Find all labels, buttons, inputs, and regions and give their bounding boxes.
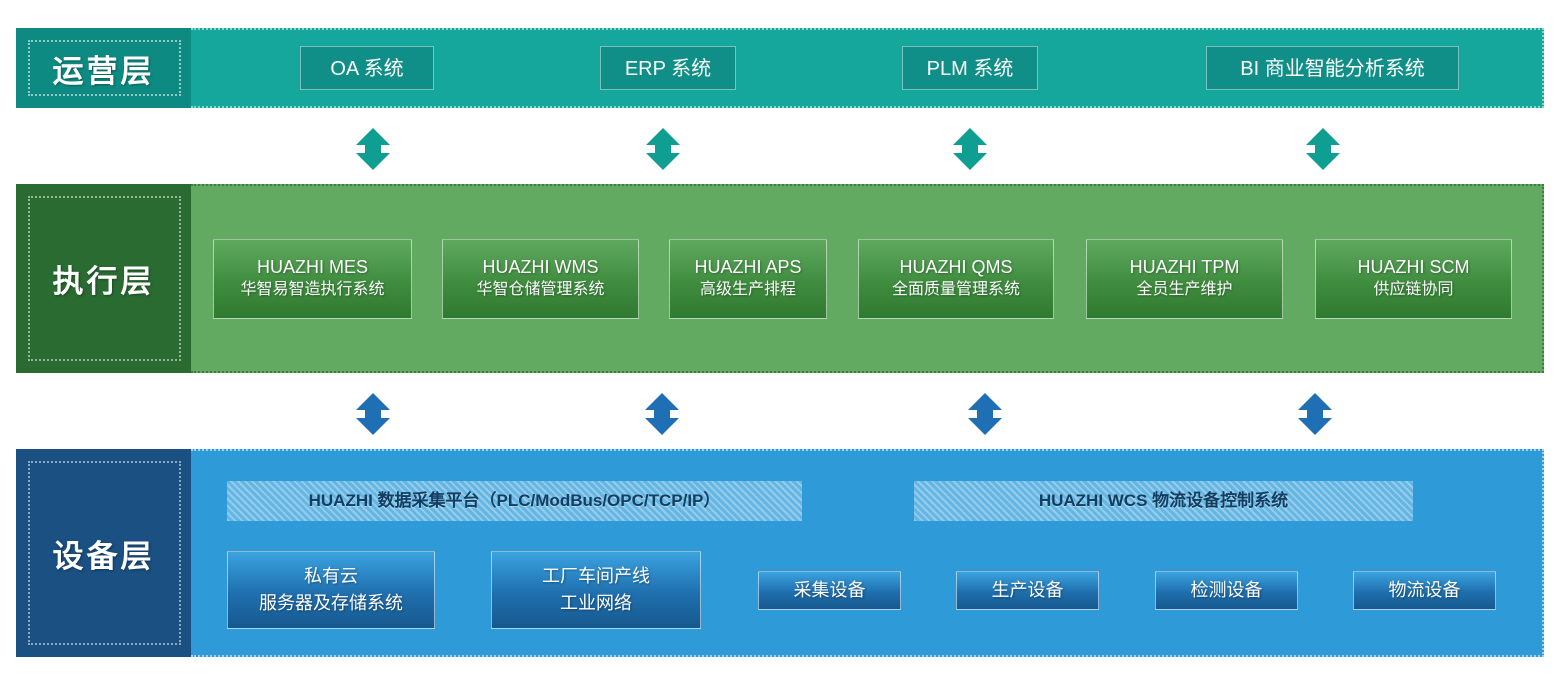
double-arrow-vertical-icon [350,126,396,172]
exec-item-name: 华智易智造执行系统 [240,281,385,299]
equipment-item-line1: 采集设备 [793,580,866,600]
ops-item-label: OA 系统 [330,58,404,80]
ops-item-label: ERP 系统 [624,58,712,80]
exec-item-name: 全面质量管理系统 [891,281,1020,299]
equipment-banner-label: HUAZHI WCS 物流设备控制系统 [1038,491,1289,510]
exec-item-huazhi-qms[interactable]: HUAZHI QMS 全面质量管理系统 [858,238,1054,319]
equipment-layer-title: 设备层 [52,538,155,574]
operations-layer-body: OA 系统 ERP 系统 PLM 系统 BI 商业智能分析系统 [191,28,1544,108]
ops-item-erp-system[interactable]: ERP 系统 [600,46,736,90]
double-arrow-vertical-icon [1292,391,1338,437]
double-arrow-vertical-icon [350,391,396,437]
exec-item-huazhi-tpm[interactable]: HUAZHI TPM 全员生产维护 [1086,238,1283,319]
exec-item-name: 高级生产排程 [699,281,796,299]
execution-layer-label: 执行层 [16,184,191,373]
operations-layer: 运营层 OA 系统 ERP 系统 PLM 系统 BI 商业智能分析系统 [16,28,1544,108]
equipment-item-line1: 生产设备 [991,580,1064,600]
exec-item-name: 供应链协同 [1373,281,1454,299]
operations-layer-label: 运营层 [16,28,191,108]
exec-item-code: HUAZHI SCM [1357,257,1470,278]
equipment-banner-wcs-control-system[interactable]: HUAZHI WCS 物流设备控制系统 [914,481,1413,521]
exec-item-code: HUAZHI MES [256,257,368,278]
equipment-banner-data-collection-platform[interactable]: HUAZHI 数据采集平台（PLC/ModBus/OPC/TCP/IP） [227,481,802,521]
equipment-item-inspection-equipment[interactable]: 检测设备 [1155,571,1298,610]
dotted-frame [28,196,181,361]
exec-item-huazhi-wms[interactable]: HUAZHI WMS 华智仓储管理系统 [442,238,639,319]
execution-layer: 执行层 HUAZHI MES 华智易智造执行系统 HUAZHI WMS 华智仓储管理系… [16,184,1544,373]
equipment-item-line1: 私有云 [304,566,358,586]
dotted-frame [28,461,181,645]
exec-item-code: HUAZHI WMS [482,257,599,278]
operations-layer-title: 运营层 [52,53,155,89]
equipment-item-logistics-equipment[interactable]: 物流设备 [1353,571,1496,610]
equipment-layer-body: HUAZHI 数据采集平台（PLC/ModBus/OPC/TCP/IP） HUAZ… [191,449,1544,657]
equipment-item-line2: 服务器及存储系统 [259,593,403,613]
exec-item-code: HUAZHI APS [694,257,802,278]
exec-item-name: 华智仓储管理系统 [476,281,605,299]
dotted-frame [28,40,181,96]
ops-item-label: BI 商业智能分析系统 [1240,58,1425,80]
equipment-layer: 设备层 HUAZHI 数据采集平台（PLC/ModBus/OPC/TCP/IP）… [16,449,1544,657]
double-arrow-vertical-icon [947,126,993,172]
equipment-item-line2: 工业网络 [560,593,632,613]
exec-item-name: 全员生产维护 [1136,281,1233,299]
equipment-item-line1: 检测设备 [1190,580,1263,600]
exec-item-code: HUAZHI QMS [899,257,1013,278]
exec-item-huazhi-mes[interactable]: HUAZHI MES 华智易智造执行系统 [213,238,412,319]
equipment-item-collection-equipment[interactable]: 采集设备 [758,571,901,610]
equipment-item-factory-workshop-line[interactable]: 工厂车间产线工业网络 [491,551,701,629]
equipment-item-production-equipment[interactable]: 生产设备 [956,571,1099,610]
equipment-items: HUAZHI 数据采集平台（PLC/ModBus/OPC/TCP/IP） HUAZ… [191,451,1542,655]
double-arrow-vertical-icon [639,391,685,437]
ops-item-label: PLM 系统 [926,58,1014,80]
operations-items: OA 系统 ERP 系统 PLM 系统 BI 商业智能分析系统 [191,30,1542,106]
equipment-banner-label: HUAZHI 数据采集平台（PLC/ModBus/OPC/TCP/IP） [308,491,721,510]
double-arrow-vertical-icon [1300,126,1346,172]
exec-item-huazhi-scm[interactable]: HUAZHI SCM 供应链协同 [1315,238,1512,319]
equipment-item-line1: 物流设备 [1388,580,1461,600]
double-arrow-vertical-icon [962,391,1008,437]
equipment-layer-label: 设备层 [16,449,191,657]
exec-item-code: HUAZHI TPM [1129,257,1240,278]
equipment-item-private-cloud[interactable]: 私有云服务器及存储系统 [227,551,435,629]
ops-item-bi-system[interactable]: BI 商业智能分析系统 [1206,46,1459,90]
double-arrow-vertical-icon [640,126,686,172]
exec-item-huazhi-aps[interactable]: HUAZHI APS 高级生产排程 [669,238,827,319]
ops-item-plm-system[interactable]: PLM 系统 [902,46,1038,90]
execution-layer-title: 执行层 [52,264,155,299]
equipment-item-line1: 工厂车间产线 [542,566,650,586]
ops-item-oa-system[interactable]: OA 系统 [300,46,434,90]
